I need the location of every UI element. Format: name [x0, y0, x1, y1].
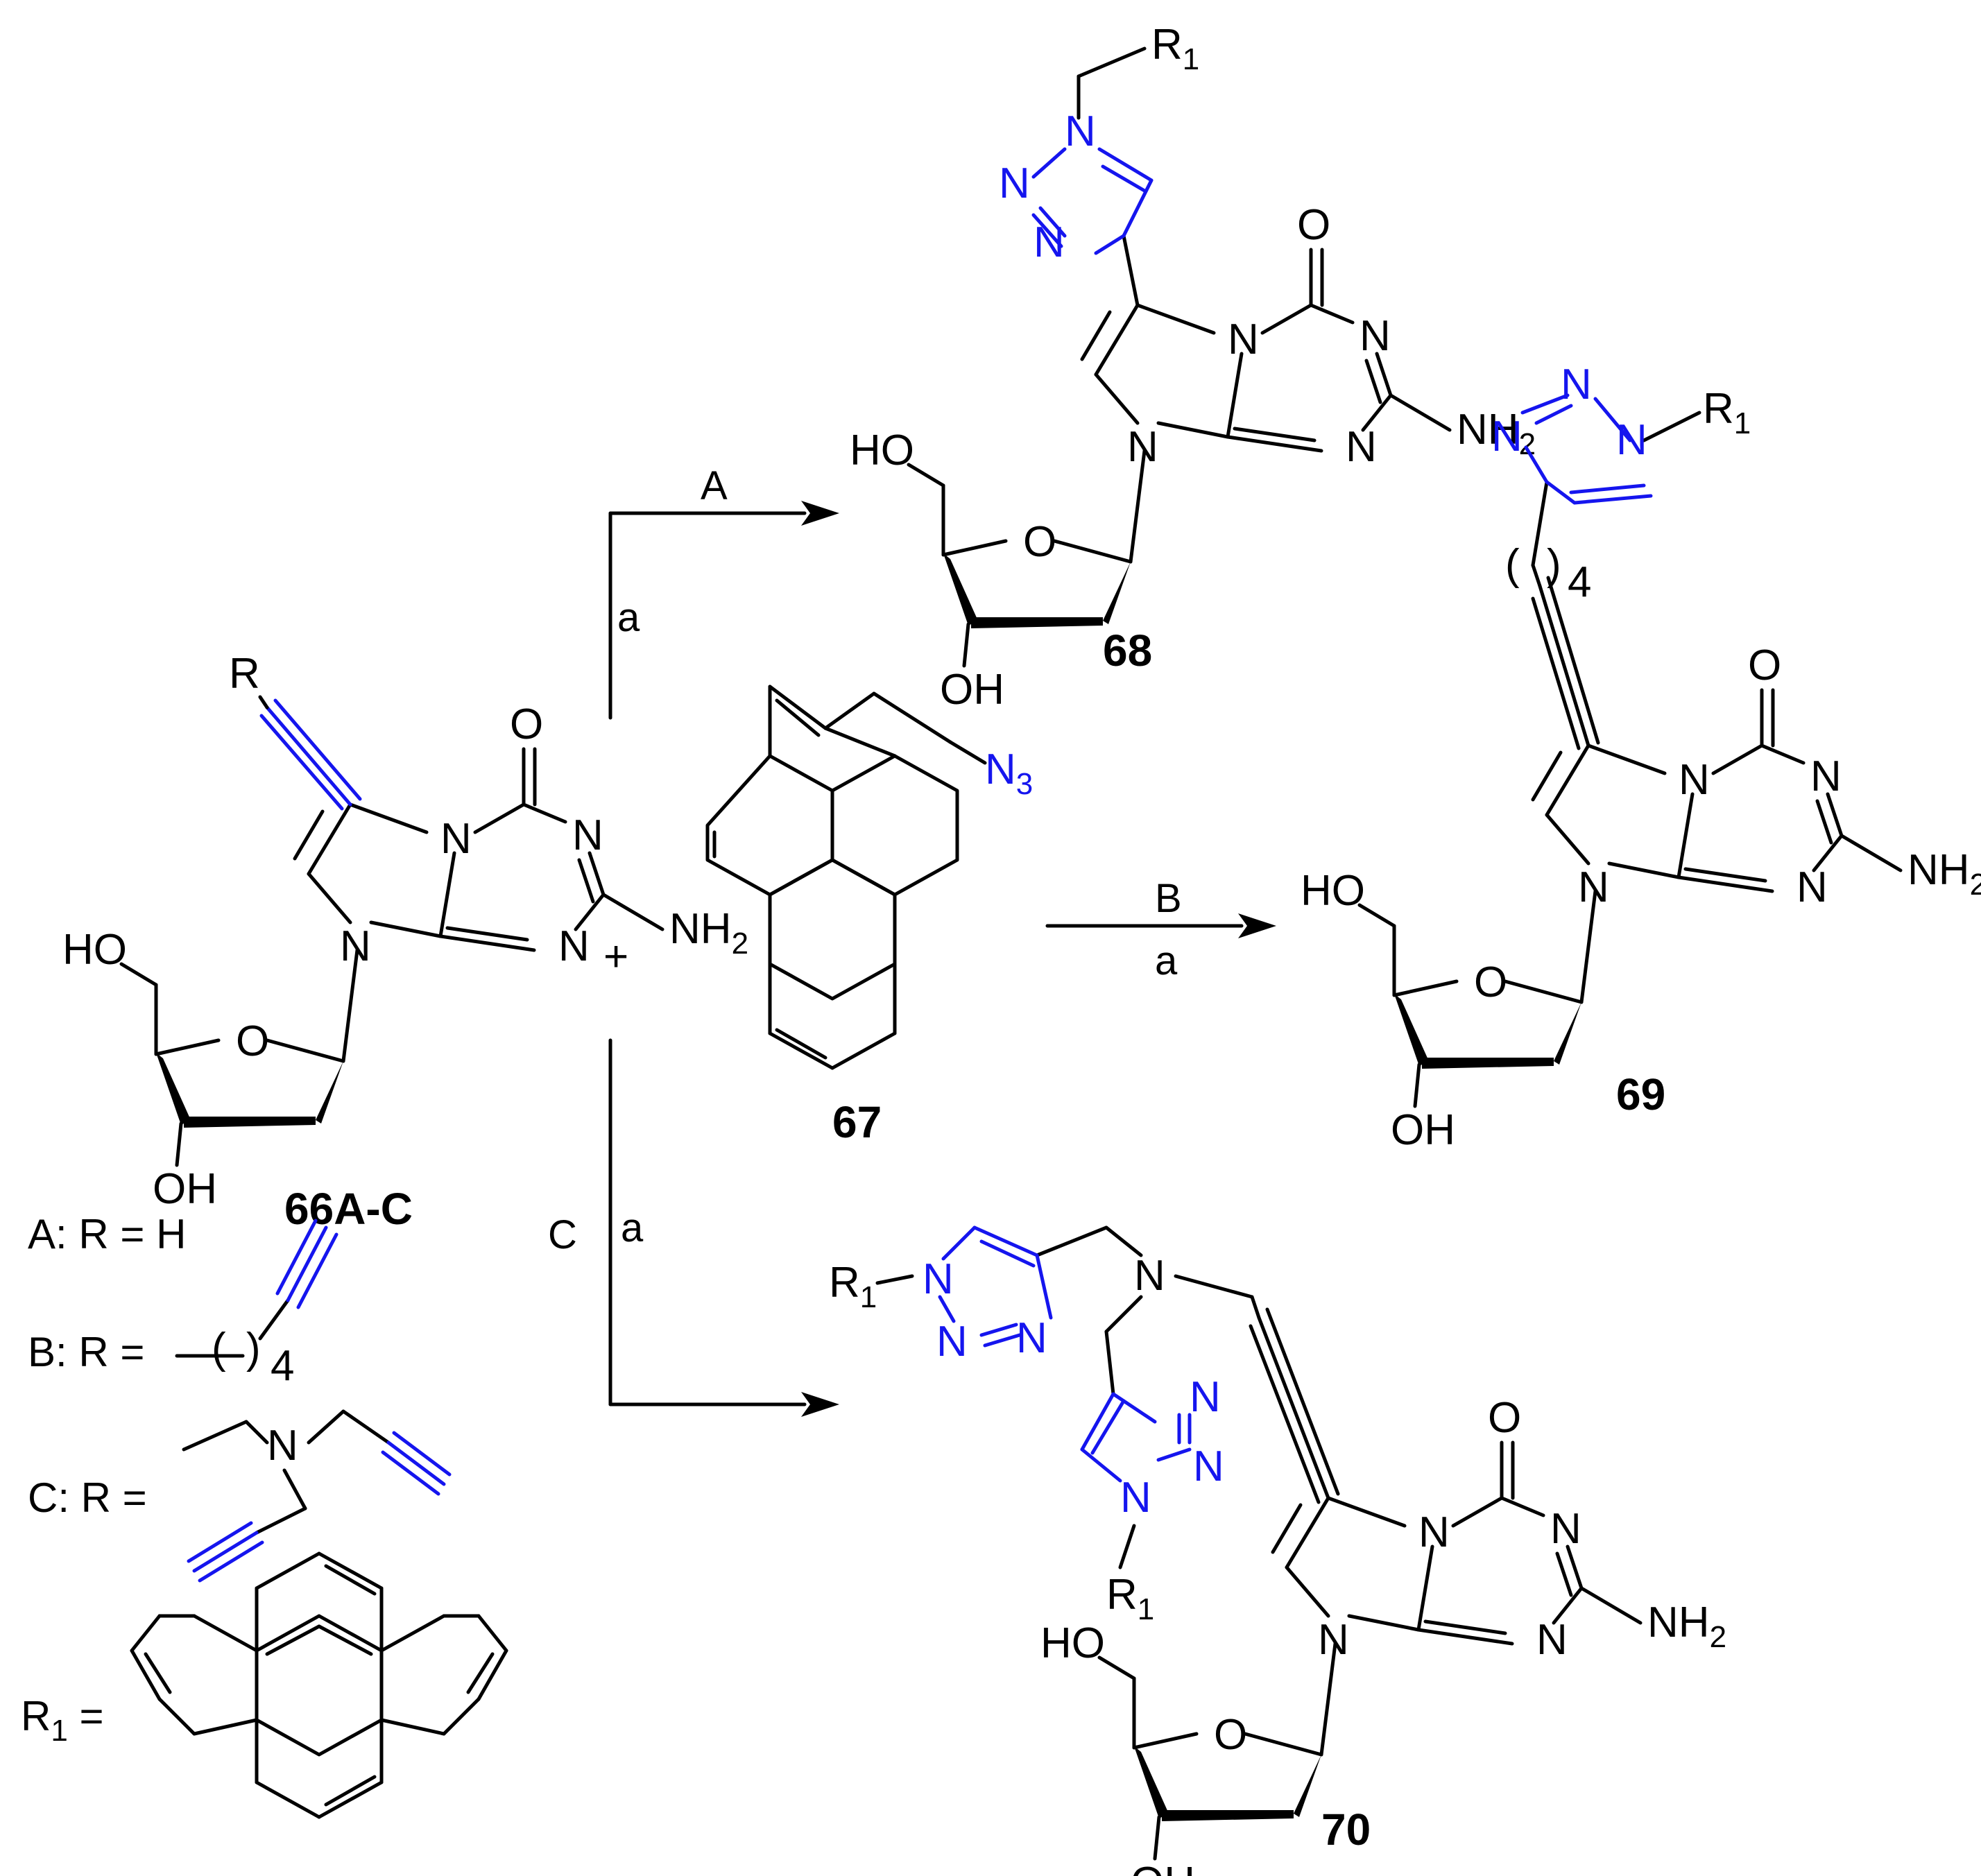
compound-67: N3 — [705, 685, 1033, 1070]
nh2-label: NH2 — [1907, 846, 1981, 902]
r1-label: R1 — [1106, 1571, 1154, 1626]
atom-n: N — [1616, 416, 1647, 464]
atom-o: O — [510, 700, 543, 748]
atom-n: N — [1134, 1252, 1165, 1300]
r1-label: R1 — [829, 1259, 877, 1314]
repeat-count: 4 — [271, 1342, 294, 1390]
plus-sign: + — [603, 933, 628, 981]
atom-n: N — [440, 815, 472, 863]
atom-n: N — [1346, 423, 1377, 471]
pyrene-structure — [130, 1551, 508, 1819]
atom-n: N — [1127, 423, 1158, 471]
reaction-condition: a — [1155, 938, 1178, 983]
atom-o: O — [236, 1017, 269, 1065]
atom-n: N — [999, 160, 1030, 207]
atom-ho: HO — [1301, 867, 1365, 915]
atom-n: N — [1561, 361, 1592, 408]
nh2-label: NH2 — [1647, 1599, 1726, 1654]
atom-n: N — [1193, 1443, 1224, 1490]
reaction-route-label: B — [1155, 876, 1182, 921]
label-69: 69 — [1616, 1069, 1665, 1119]
legend-a: A: R = H — [28, 1211, 186, 1257]
atom-n: N — [1550, 1505, 1581, 1553]
atom-n: N — [1679, 756, 1710, 804]
paren-close: ) — [1547, 541, 1561, 589]
arrow-route-c: C a — [548, 1038, 839, 1417]
label-68: 68 — [1103, 626, 1152, 675]
atom-n: N — [1120, 1474, 1151, 1522]
atom-n: N — [1578, 863, 1609, 911]
atom-n: N — [1796, 863, 1828, 911]
compound-69: ( ) 4 N N N R1 N O N N NH2 N O HO OH — [1301, 361, 1981, 1154]
reaction-condition: a — [621, 1205, 644, 1250]
atom-n: N — [1536, 1616, 1568, 1664]
azide-label: N3 — [985, 746, 1033, 801]
compound-66: R N O N N NH2 N O HO OH — [62, 650, 748, 1213]
nh2-label: NH2 — [669, 905, 748, 961]
atom-o: O — [1748, 642, 1781, 689]
paren-open: ( — [1505, 541, 1520, 589]
legend-r1: R1 = — [21, 1693, 104, 1748]
atom-oh: OH — [940, 666, 1004, 714]
label-70: 70 — [1321, 1805, 1371, 1855]
atom-n: N — [1810, 752, 1842, 800]
atom-n: N — [923, 1255, 954, 1303]
atom-ho: HO — [1040, 1619, 1105, 1667]
atom-oh: OH — [1131, 1859, 1195, 1876]
r1-label: R1 — [1151, 21, 1199, 76]
arrow-route-b: B a — [1045, 876, 1276, 983]
atom-n: N — [1034, 218, 1065, 266]
label-67: 67 — [832, 1097, 882, 1147]
paren-close: ) — [246, 1325, 261, 1372]
atom-oh: OH — [1391, 1106, 1455, 1154]
legend: A: R = H B: R = ( ) 4 C: R = N R1 = — [21, 1211, 508, 1819]
atom-n: N — [936, 1318, 968, 1366]
atom-n: N — [1016, 1314, 1047, 1362]
atom-n: N — [1190, 1373, 1221, 1421]
atom-o: O — [1488, 1394, 1521, 1442]
nh2-label: NH2 — [1457, 406, 1536, 461]
compound-70: N N N N R1 N N N R1 N O N N NH2 N — [829, 1225, 1726, 1876]
arrow-route-a: A a — [608, 463, 839, 720]
repeat-count: 4 — [1568, 558, 1591, 606]
paren-open: ( — [212, 1325, 226, 1372]
reaction-condition: a — [617, 595, 640, 640]
reaction-route-label: C — [548, 1212, 577, 1257]
atom-n: N — [1065, 107, 1096, 155]
atom-n: N — [572, 811, 603, 859]
atom-ho: HO — [62, 926, 127, 974]
atom-o: O — [1474, 958, 1507, 1006]
atom-ho: HO — [850, 427, 914, 474]
legend-b: B: R = — [28, 1329, 144, 1375]
r-group-label: R — [229, 650, 260, 698]
r1-label: R1 — [1703, 385, 1751, 440]
legend-c: C: R = — [28, 1474, 147, 1521]
atom-n: N — [1360, 312, 1391, 360]
atom-n: N — [267, 1422, 298, 1470]
atom-o: O — [1023, 518, 1056, 566]
atom-n: N — [1418, 1508, 1450, 1556]
atom-oh: OH — [153, 1165, 217, 1213]
atom-o: O — [1297, 201, 1330, 249]
compound-68: N N N R1 N O N N NH2 N O HO OH — [850, 21, 1536, 714]
atom-n: N — [1228, 316, 1259, 363]
reaction-route-label: A — [701, 463, 728, 508]
atom-n: N — [558, 922, 590, 970]
atom-n: N — [1318, 1616, 1349, 1664]
atom-n: N — [340, 922, 371, 970]
atom-o: O — [1214, 1711, 1247, 1759]
atom-n: N — [1491, 413, 1523, 461]
label-66: 66A-C — [284, 1184, 413, 1234]
